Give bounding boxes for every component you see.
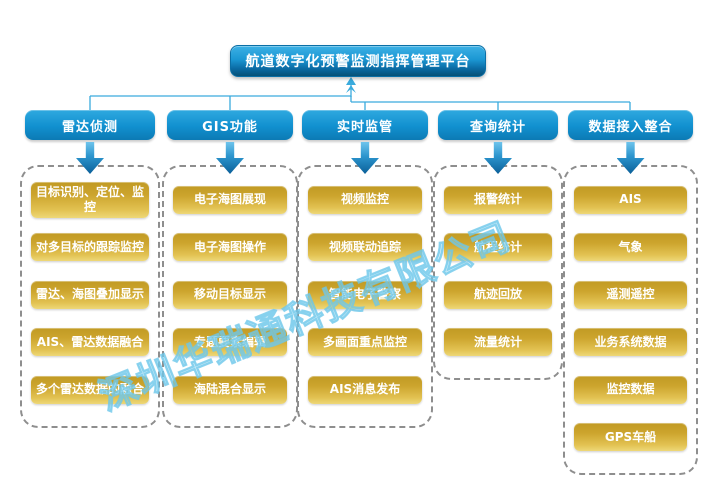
feature-slot: 航程统计 xyxy=(435,224,561,272)
feature-box: AIS消息发布 xyxy=(308,375,422,404)
feature-slot: 监控数据 xyxy=(565,366,696,414)
root-node: 航道数字化预警监测指挥管理平台 xyxy=(230,45,486,77)
feature-slot: 流量统计 xyxy=(435,319,561,367)
feature-slot: AIS消息发布 xyxy=(299,366,431,414)
branch-items-group: 视频监控视频联动追踪智能电子警察多画面重点监控 AIS消息发布 xyxy=(297,165,433,428)
branch-drop-lines xyxy=(89,96,631,110)
feature-slot: 雷达、海图叠加显示 xyxy=(22,271,158,319)
feature-box: 气象 xyxy=(574,233,687,262)
feature-box: 专题要素编辑 xyxy=(173,328,287,357)
branch-column-5: 数据接入整合 AIS 气象遥测遥控业务系统数据监控数据 GPS车船 xyxy=(563,110,698,475)
feature-box: 报警统计 xyxy=(444,185,552,214)
branch-header: GIS功能 xyxy=(167,110,293,140)
feature-box: 航迹回放 xyxy=(444,280,552,309)
feature-box: 海陆混合显示 xyxy=(173,375,287,404)
feature-slot: 专题要素编辑 xyxy=(164,319,296,367)
branch-items-group: 电子海图展现电子海图操作移动目标显示专题要素编辑海陆混合显示 xyxy=(162,165,298,428)
branch-header: 查询统计 xyxy=(438,110,558,140)
feature-slot: GPS车船 xyxy=(565,414,696,462)
feature-slot: 多画面重点监控 xyxy=(299,319,431,367)
feature-box: 视频监控 xyxy=(308,185,422,214)
feature-slot: 气象 xyxy=(565,224,696,272)
feature-box: 遥测遥控 xyxy=(574,280,687,309)
up-arrow-chevron-icon xyxy=(346,85,356,93)
branch-column-2: GIS功能电子海图展现电子海图操作移动目标显示专题要素编辑海陆混合显示 xyxy=(162,110,298,428)
feature-box: 电子海图操作 xyxy=(173,233,287,262)
branch-header: 数据接入整合 xyxy=(568,110,693,140)
feature-box: 目标识别、定位、监控 xyxy=(31,181,149,218)
feature-box: 业务系统数据 xyxy=(574,328,687,357)
branch-header: 雷达侦测 xyxy=(25,110,155,140)
feature-box: 航程统计 xyxy=(444,233,552,262)
up-arrow-icon xyxy=(346,77,356,85)
feature-slot: 电子海图操作 xyxy=(164,224,296,272)
feature-slot: 电子海图展现 xyxy=(164,176,296,224)
feature-box: 移动目标显示 xyxy=(173,280,287,309)
feature-box: 雷达、海图叠加显示 xyxy=(31,280,149,309)
feature-slot: AIS、雷达数据融合 xyxy=(22,319,158,367)
feature-box: 视频联动追踪 xyxy=(308,233,422,262)
branch-items-group: 报警统计航程统计航迹回放流量统计 xyxy=(433,165,563,380)
feature-box: 流量统计 xyxy=(444,328,552,357)
feature-box: AIS xyxy=(574,185,687,214)
feature-slot: 视频联动追踪 xyxy=(299,224,431,272)
branch-items-group: AIS 气象遥测遥控业务系统数据监控数据 GPS车船 xyxy=(563,165,698,475)
feature-slot: 航迹回放 xyxy=(435,271,561,319)
feature-slot: 业务系统数据 xyxy=(565,319,696,367)
feature-slot: AIS xyxy=(565,176,696,224)
branch-column-1: 雷达侦测目标识别、定位、监控对多目标的跟踪监控雷达、海图叠加显示 AIS、雷达数据… xyxy=(20,110,160,428)
feature-box: 多画面重点监控 xyxy=(308,328,422,357)
feature-slot: 视频监控 xyxy=(299,176,431,224)
feature-box: 电子海图展现 xyxy=(173,185,287,214)
feature-slot: 遥测遥控 xyxy=(565,271,696,319)
feature-box: 多个雷达数据的融合 xyxy=(31,375,149,404)
feature-slot: 目标识别、定位、监控 xyxy=(22,176,158,224)
feature-slot: 移动目标显示 xyxy=(164,271,296,319)
feature-slot: 报警统计 xyxy=(435,176,561,224)
feature-box: 对多目标的跟踪监控 xyxy=(31,233,149,262)
branch-header: 实时监管 xyxy=(302,110,428,140)
feature-slot: 海陆混合显示 xyxy=(164,366,296,414)
branch-column-3: 实时监管视频监控视频联动追踪智能电子警察多画面重点监控 AIS消息发布 xyxy=(297,110,433,428)
branch-column-4: 查询统计报警统计航程统计航迹回放流量统计 xyxy=(433,110,563,380)
feature-slot: 多个雷达数据的融合 xyxy=(22,366,158,414)
branch-horizontal-line xyxy=(90,95,630,103)
feature-slot: 对多目标的跟踪监控 xyxy=(22,224,158,272)
branch-items-group: 目标识别、定位、监控对多目标的跟踪监控雷达、海图叠加显示 AIS、雷达数据融合多个… xyxy=(20,165,160,428)
feature-box: 监控数据 xyxy=(574,375,687,404)
feature-slot: 智能电子警察 xyxy=(299,271,431,319)
feature-box: GPS车船 xyxy=(574,423,687,452)
feature-box: AIS、雷达数据融合 xyxy=(31,328,149,357)
feature-box: 智能电子警察 xyxy=(308,280,422,309)
